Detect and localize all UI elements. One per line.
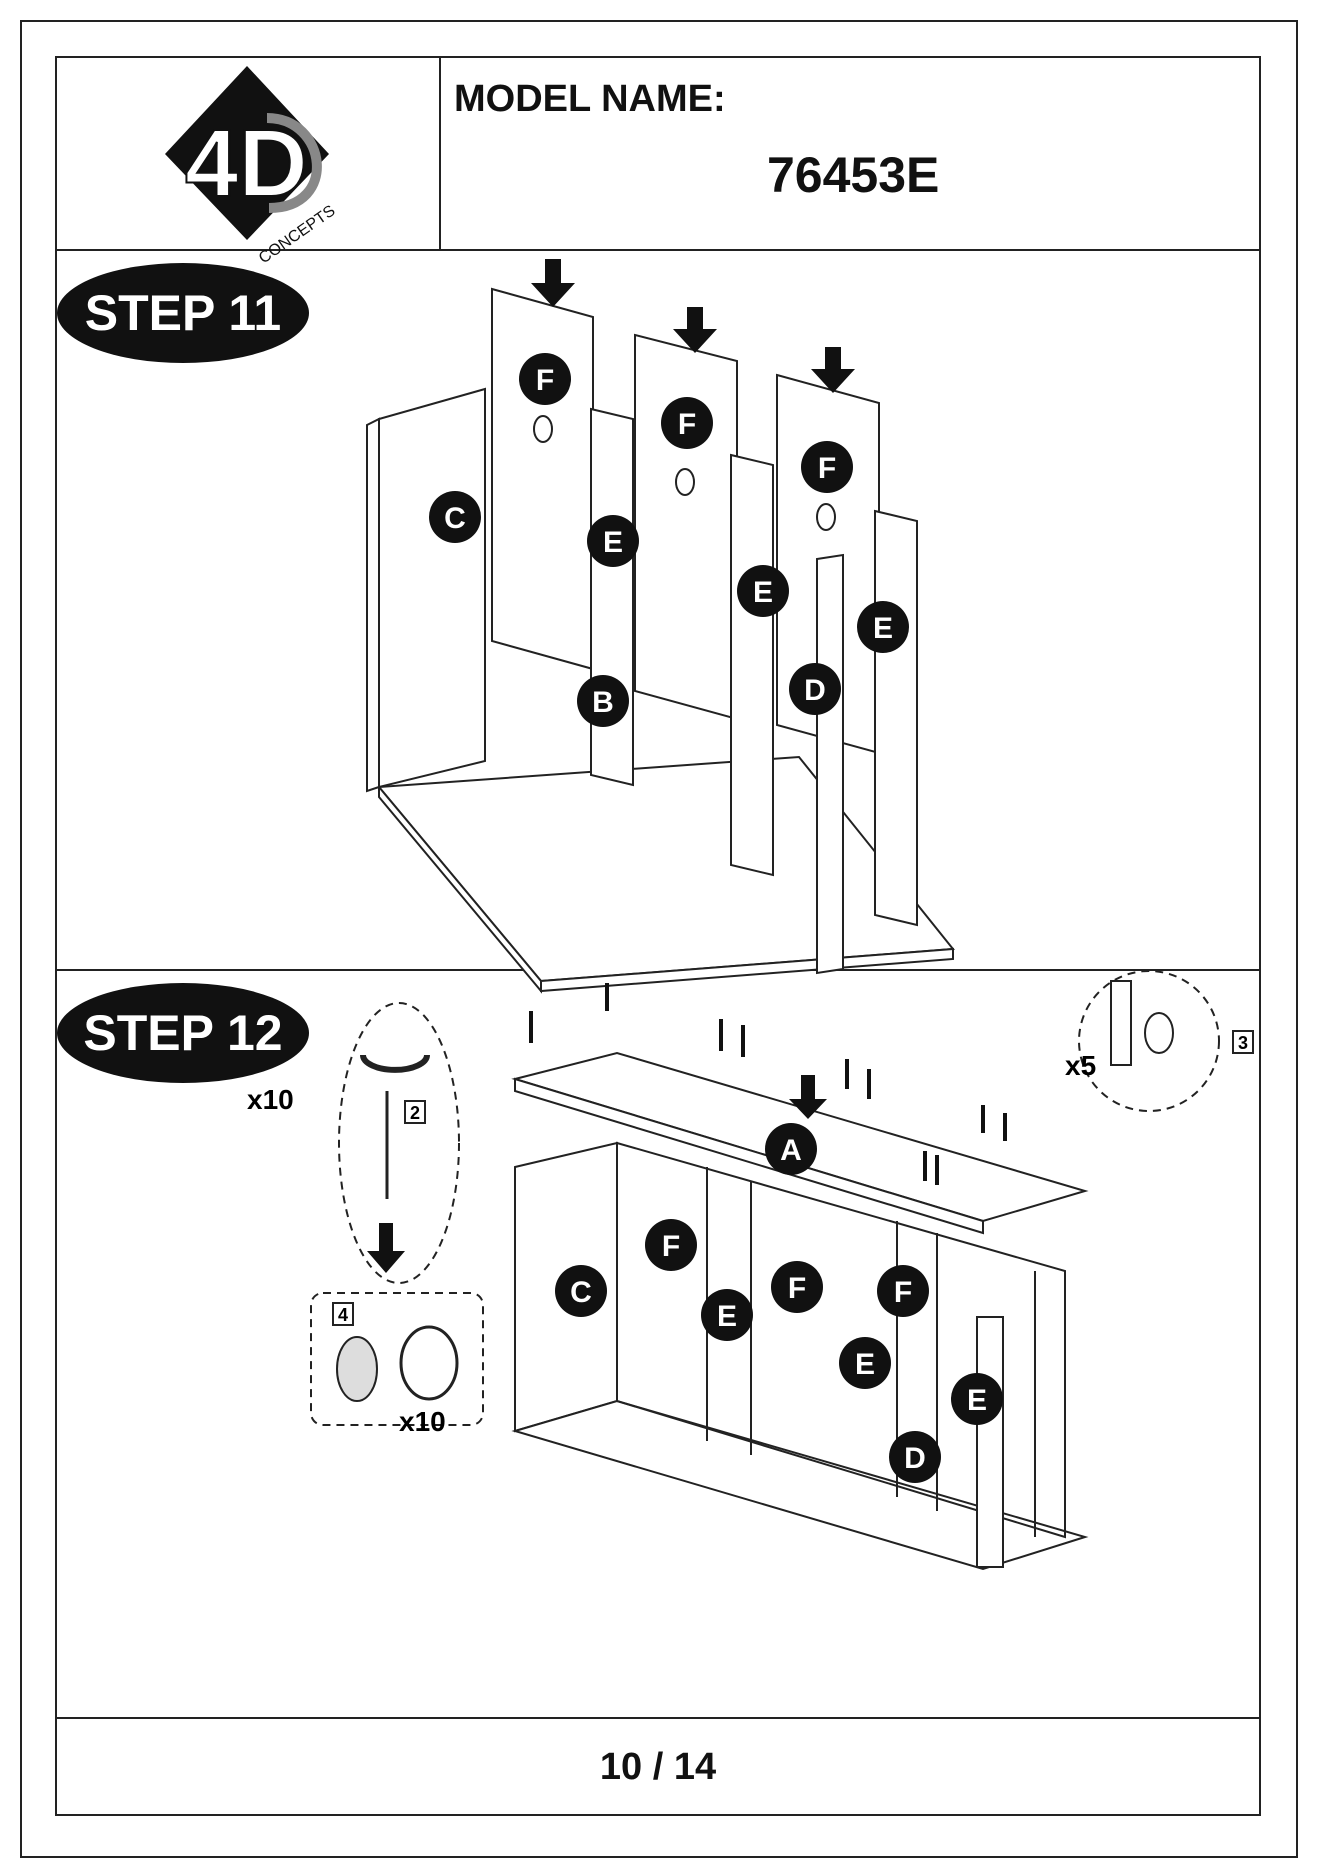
svg-text:D: D [804,674,826,707]
svg-text:C: C [444,502,466,535]
cap-qty: x10 [399,1406,446,1437]
svg-text:D: D [904,1442,926,1475]
screw-head-icon [401,1327,457,1399]
panel-d-12 [977,1317,1003,1567]
cap-icon [337,1337,377,1401]
svg-text:A: A [780,1134,802,1167]
panel-d [817,555,843,973]
svg-text:F: F [818,452,836,485]
peg-part: 3 [1238,1033,1248,1053]
rotate-arrow-icon [363,1055,427,1070]
svg-text:E: E [753,576,773,609]
step-12-title: STEP 12 [83,1005,282,1061]
panel-e-3 [875,511,917,925]
instruction-sheet: 4D CONCEPTS MODEL NAME: 76453E STEP 11 [55,56,1261,1816]
screw-qty: x10 [247,1084,294,1115]
cap-part: 4 [338,1305,348,1325]
step-11-diagram: STEP 11 [57,249,1263,969]
header: 4D CONCEPTS MODEL NAME: 76453E [57,58,1259,251]
panel-c [379,389,485,787]
panel-e-1 [591,409,633,785]
step-11-section: STEP 11 [57,249,1259,971]
step-11-title: STEP 11 [85,285,281,341]
panel-e-2 [731,455,773,875]
svg-text:E: E [603,526,623,559]
model-code: 76453E [767,146,939,204]
step-12-diagram: STEP 12 x10 2 4 x10 x5 3 [57,971,1263,1717]
svg-text:E: E [717,1300,737,1333]
logo-cell: 4D CONCEPTS [57,58,441,249]
arrow-down-icon [367,1223,405,1273]
svg-text:C: C [570,1276,592,1309]
step-12-section: STEP 12 x10 2 4 x10 x5 3 [57,971,1259,1719]
svg-text:F: F [536,364,554,397]
screw-detail-circle [339,1003,459,1283]
svg-text:F: F [678,408,696,441]
model-name-label: MODEL NAME: [454,78,726,121]
peg-qty: x5 [1065,1050,1096,1081]
svg-text:E: E [855,1348,875,1381]
svg-text:E: E [967,1384,987,1417]
page-number: 10 / 14 [57,1746,1259,1789]
peg-icon [1145,1013,1173,1053]
logo-4d-concepts: 4D CONCEPTS [57,58,439,249]
svg-text:B: B [592,686,614,719]
svg-text:F: F [894,1276,912,1309]
panel-f-2 [635,335,737,719]
screw-part: 2 [410,1103,420,1123]
svg-text:F: F [662,1230,680,1263]
panel-f-1 [492,289,593,669]
footer: 10 / 14 [57,1719,1259,1816]
svg-text:E: E [873,612,893,645]
svg-text:F: F [788,1272,806,1305]
board-b [379,757,953,981]
